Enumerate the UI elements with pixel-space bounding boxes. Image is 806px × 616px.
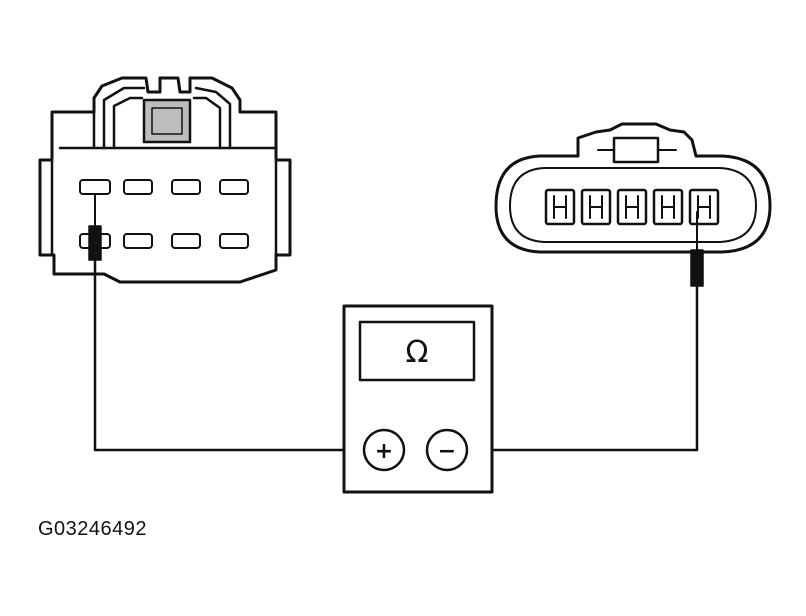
ohmmeter-icon: Ω + − [342,304,494,494]
right-connector-icon [494,122,772,287]
pin-cavity [123,179,153,195]
left-connector-lock-window [151,107,183,135]
ohm-symbol: Ω [406,335,429,370]
positive-test-lead [93,264,366,452]
right-connector-terminals [544,188,720,226]
negative-terminal-icon [425,428,469,472]
left-connector-rib-right [192,96,222,150]
pin-cavity [123,233,153,249]
pin-cavity [219,179,249,195]
ohmmeter-display [358,320,476,382]
terminal [688,188,720,226]
left-connector-side-ridges [50,158,278,257]
negative-test-lead [468,284,699,452]
pin-cavity [171,233,201,249]
terminal [580,188,612,226]
right-connector-inner-shell [509,167,757,243]
positive-terminal-label: + [375,439,393,464]
terminal [616,188,648,226]
left-connector-latch [102,86,232,150]
right-connector-lock-tab [612,136,660,164]
left-connector-rib-left [112,96,144,150]
right-probe-icon [690,211,704,287]
right-connector-body [494,122,772,254]
terminal [544,188,576,226]
left-connector-wing-left [58,110,278,150]
left-probe-icon [88,193,102,268]
pin-cavity [219,233,249,249]
figure-id: G03246492 [38,518,148,540]
negative-terminal-label: − [438,439,456,464]
positive-terminal-icon [362,428,406,472]
left-connector-icon [38,76,292,284]
left-connector-body [38,76,292,284]
pin-cavity [171,179,201,195]
terminal [652,188,684,226]
left-connector-lock-tab [142,98,192,144]
